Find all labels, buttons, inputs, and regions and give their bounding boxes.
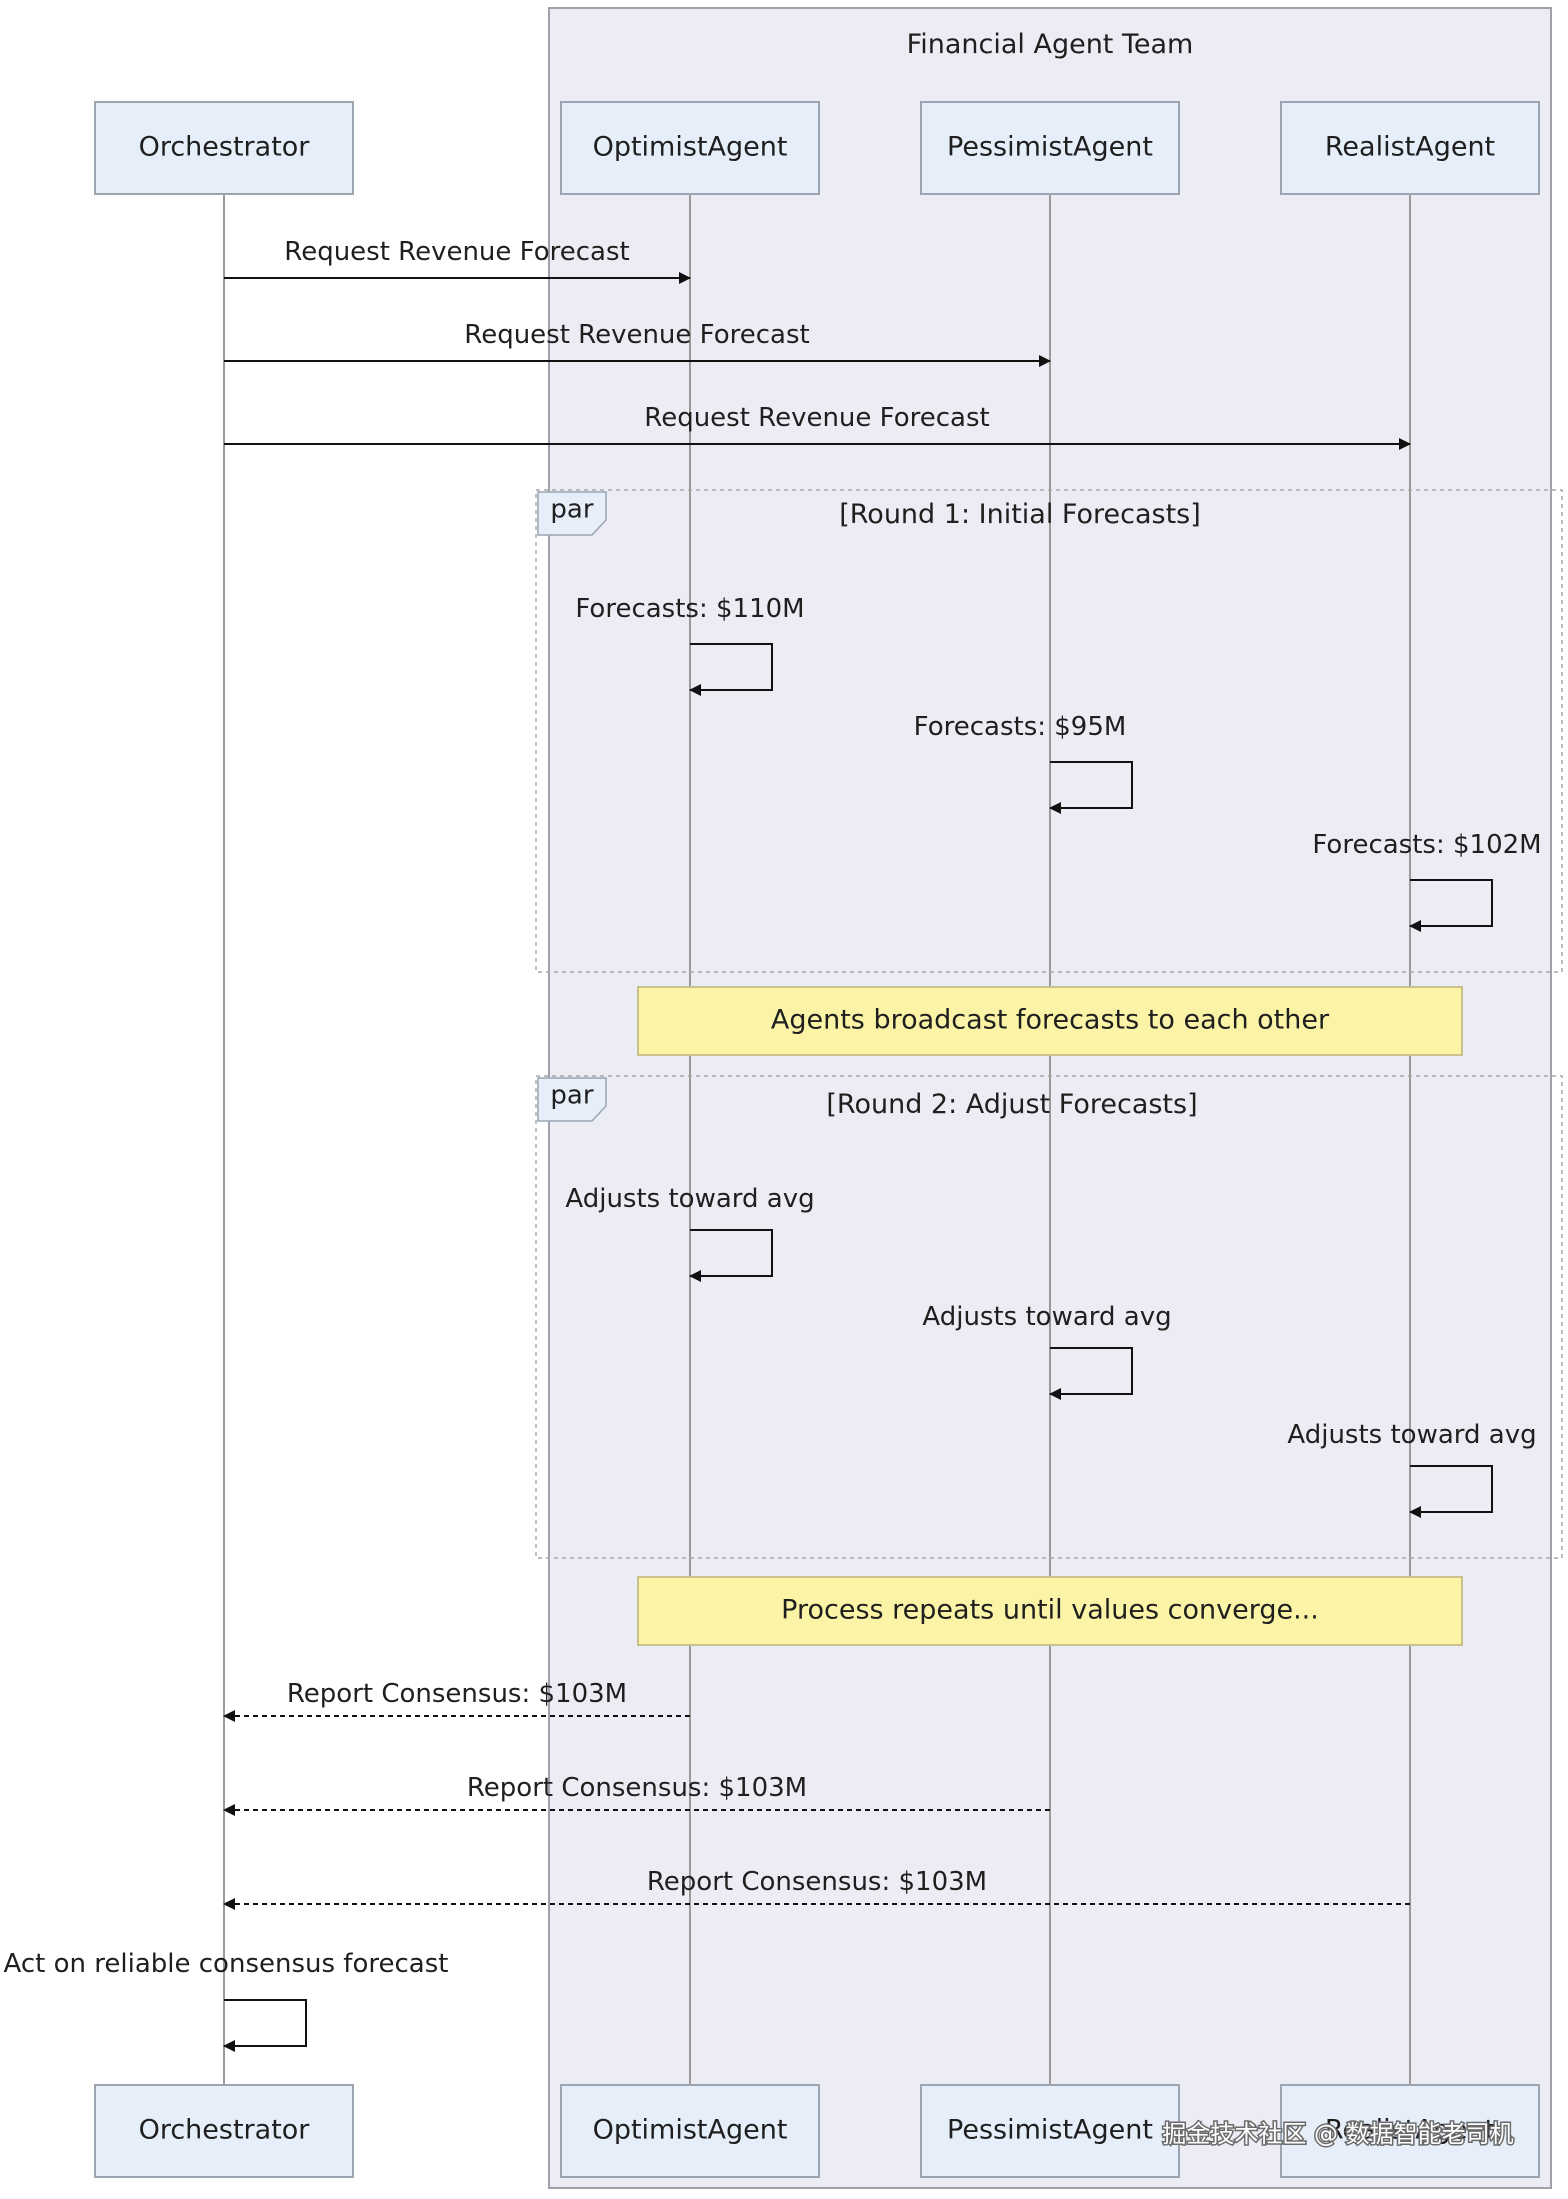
note-converge: Process repeats until values converge...	[637, 1576, 1463, 1646]
actor-realist-top: RealistAgent	[1280, 101, 1540, 195]
frame-tag: par	[550, 495, 593, 525]
message-request-optimist: Request Revenue Forecast	[224, 237, 691, 284]
reply-realist: Report Consensus: $103M	[223, 1867, 1410, 1910]
reply-label: Report Consensus: $103M	[467, 1773, 807, 1803]
actor-label: OptimistAgent	[593, 2115, 788, 2146]
message-label: Request Revenue Forecast	[464, 320, 809, 350]
message-request-pessimist: Request Revenue Forecast	[224, 320, 1051, 367]
actor-optimist-top: OptimistAgent	[560, 101, 820, 195]
self-message-label: Adjusts toward avg	[565, 1184, 814, 1214]
note-label: Process repeats until values converge...	[781, 1595, 1319, 1626]
self-message-realist: Adjusts toward avg	[1287, 1420, 1537, 1518]
reply-label: Report Consensus: $103M	[647, 1867, 987, 1897]
self-message-label: Forecasts: $102M	[1312, 830, 1541, 860]
watermark-label: 掘金技术社区 @ 数据智能老司机	[1162, 2120, 1513, 2148]
group-label: Financial Agent Team	[907, 29, 1194, 60]
actor-orchestrator-bottom: Orchestrator	[94, 2084, 354, 2178]
reply-optimist: Report Consensus: $103M	[223, 1679, 690, 1722]
actor-pessimist-bottom: PessimistAgent	[920, 2084, 1180, 2178]
self-message-realist: Forecasts: $102M	[1312, 830, 1542, 932]
message-label: Request Revenue Forecast	[644, 403, 989, 433]
reply-label: Report Consensus: $103M	[287, 1679, 627, 1709]
actor-label: OptimistAgent	[593, 132, 788, 163]
note-broadcast: Agents broadcast forecasts to each other	[637, 986, 1463, 1056]
note-label: Agents broadcast forecasts to each other	[771, 1005, 1330, 1036]
actor-realist-bottom: RealistAgent	[1280, 2084, 1540, 2178]
frame-label: [Round 2: Adjust Forecasts]	[826, 1089, 1197, 1120]
self-message-label: Adjusts toward avg	[922, 1302, 1171, 1332]
frame-label: [Round 1: Initial Forecasts]	[839, 499, 1201, 530]
actor-label: Orchestrator	[139, 132, 311, 163]
frame-tag: par	[550, 1081, 593, 1111]
actor-orchestrator-top: Orchestrator	[94, 101, 354, 195]
frame-tag-box	[537, 491, 607, 536]
self-message-pessimist: Forecasts: $95M	[914, 712, 1133, 814]
message-label: Request Revenue Forecast	[284, 237, 629, 267]
self-message-optimist: Forecasts: $110M	[575, 594, 805, 696]
actor-label: RealistAgent	[1325, 132, 1495, 163]
actor-pessimist-top: PessimistAgent	[920, 101, 1180, 195]
self-message-label: Adjusts toward avg	[1287, 1420, 1536, 1450]
frame-tag-box	[537, 1077, 607, 1122]
watermark: 掘金技术社区 @ 数据智能老司机	[1161, 2119, 1515, 2150]
self-message-orchestrator: Act on reliable consensus forecast	[4, 1949, 449, 2052]
message-request-realist: Request Revenue Forecast	[224, 403, 1411, 450]
par-frame-round-1: par [Round 1: Initial Forecasts] Forecas…	[535, 489, 1563, 973]
self-message-label: Forecasts: $110M	[575, 594, 804, 624]
self-message-pessimist: Adjusts toward avg	[922, 1302, 1172, 1400]
self-message-optimist: Adjusts toward avg	[565, 1184, 815, 1282]
self-message-label: Forecasts: $95M	[914, 712, 1127, 742]
actor-label: PessimistAgent	[947, 2115, 1153, 2146]
actor-optimist-bottom: OptimistAgent	[560, 2084, 820, 2178]
actor-label: Orchestrator	[139, 2115, 311, 2146]
actor-label: PessimistAgent	[947, 132, 1153, 163]
actor-label: RealistAgent	[1325, 2115, 1495, 2146]
par-frame-round-2: par [Round 2: Adjust Forecasts] Adjusts …	[535, 1075, 1563, 1559]
reply-pessimist: Report Consensus: $103M	[223, 1773, 1050, 1816]
self-message-label: Act on reliable consensus forecast	[4, 1949, 449, 1979]
